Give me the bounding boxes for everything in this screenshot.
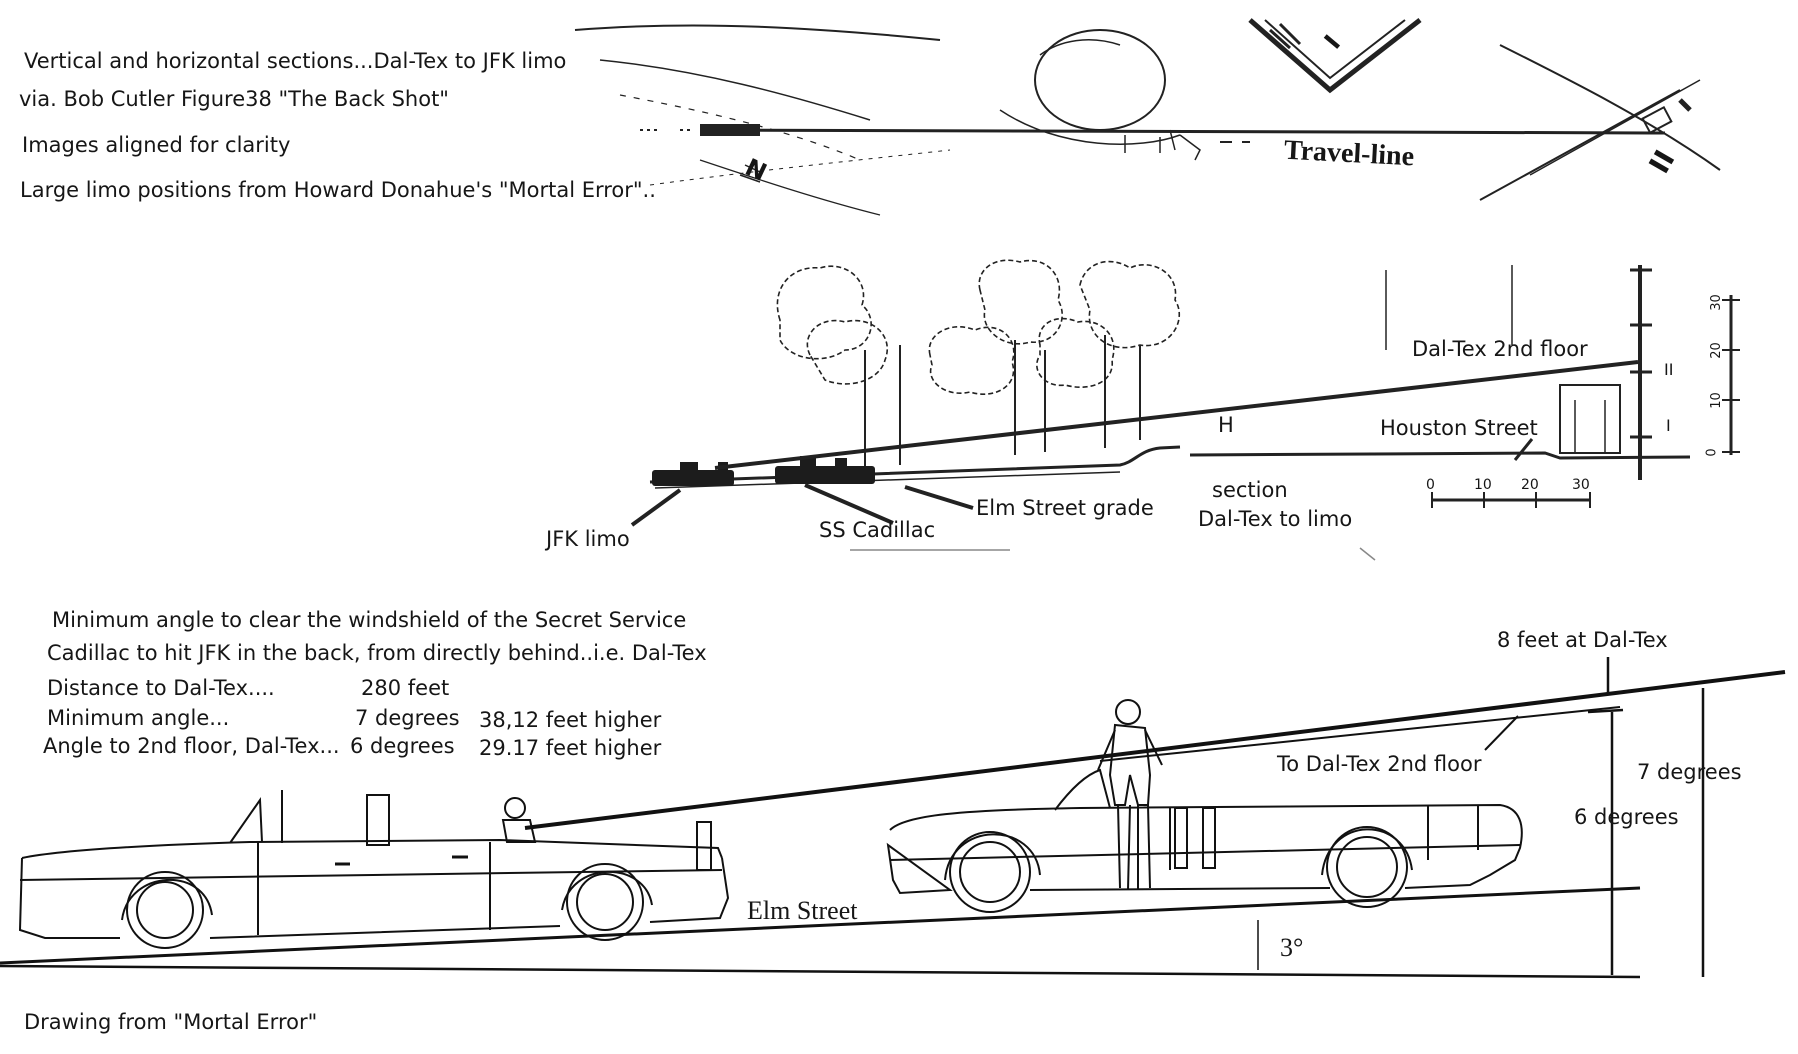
eight-feet-label: 8 feet at Dal-Tex: [1497, 628, 1668, 652]
jfk-limo-drawing: [18, 790, 730, 949]
scale-tick-30: 30: [1572, 477, 1590, 493]
header-note-credit: via. Bob Cutler Figure38 "The Back Shot": [19, 87, 449, 111]
min-angle-value: 7 degrees: [355, 706, 460, 730]
travel-line-label: Travel-line: [1283, 134, 1415, 173]
analysis-line-1: Minimum angle to clear the windshield of…: [52, 608, 687, 632]
houston-street-label: Houston Street: [1380, 416, 1538, 440]
second-floor-angle-value: 6 degrees: [350, 734, 455, 758]
footer-credit: Drawing from "Mortal Error": [24, 1010, 318, 1034]
header-note-aligned: Images aligned for clarity: [22, 133, 291, 157]
vscale-tick-10: 10: [1708, 392, 1724, 409]
six-degrees-label: 6 degrees: [1574, 805, 1679, 829]
seven-degrees-label: 7 degrees: [1637, 760, 1742, 784]
floor-label-ii: II: [1664, 360, 1674, 379]
min-angle-extra: 38,12 feet higher: [479, 708, 662, 732]
distance-label: Distance to Dal-Tex....: [47, 676, 275, 700]
elm-street-grade-label: Elm Street grade: [976, 496, 1154, 520]
second-floor-angle-extra: 29.17 feet higher: [479, 736, 662, 760]
side-view-drawing: [0, 657, 1786, 979]
ss-cadillac-drawing: [886, 699, 1523, 913]
vscale-tick-20: 20: [1708, 342, 1724, 359]
scale-tick-10: 10: [1474, 477, 1492, 493]
section-h-label: H: [1218, 413, 1234, 437]
elm-street-label: Elm Street: [747, 896, 858, 925]
three-degrees-label: 3°: [1280, 933, 1304, 962]
floor-label-i: I: [1666, 416, 1671, 435]
analysis-line-2: Cadillac to hit JFK in the back, from di…: [47, 641, 707, 665]
section-view-drawing: [630, 259, 1740, 561]
scale-tick-0: 0: [1426, 477, 1435, 493]
min-angle-label: Minimum angle...: [47, 706, 230, 730]
to-dal-tex-label: To Dal-Tex 2nd floor: [1277, 752, 1482, 776]
ss-cadillac-label: SS Cadillac: [819, 518, 936, 542]
dal-tex-2nd-floor-label: Dal-Tex 2nd floor: [1412, 337, 1588, 361]
distance-value: 280 feet: [361, 676, 450, 700]
header-note-source: Large limo positions from Howard Donahue…: [20, 178, 656, 202]
section-subtitle: Dal-Tex to limo: [1198, 507, 1353, 531]
jfk-limo-label: JFK limo: [546, 527, 630, 551]
header-note-title: Vertical and horizontal sections...Dal-T…: [24, 49, 567, 73]
section-label: section: [1212, 478, 1288, 502]
vscale-tick-0: 0: [1704, 448, 1720, 457]
plan-view-map: [574, 18, 1721, 216]
scale-tick-20: 20: [1521, 477, 1539, 493]
second-floor-angle-label: Angle to 2nd floor, Dal-Tex...: [43, 734, 340, 758]
vscale-tick-30: 30: [1708, 294, 1724, 311]
